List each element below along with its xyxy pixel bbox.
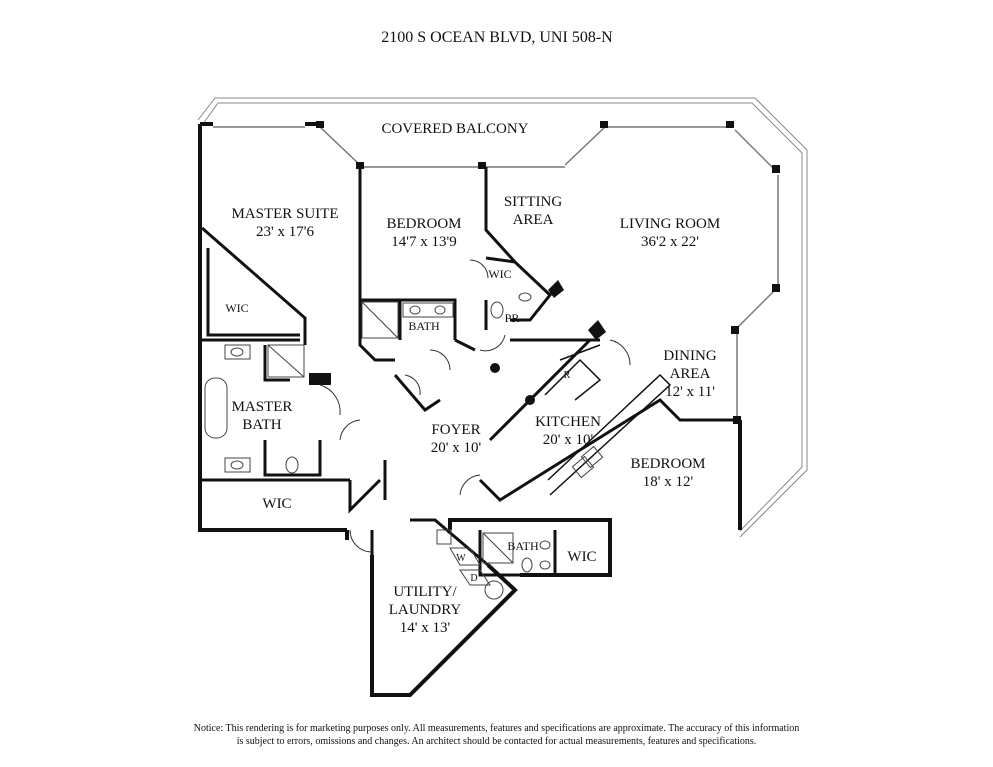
kitchen-size: 20' x 10' [543, 432, 594, 448]
bath-2-label: BATH [507, 539, 539, 553]
wic-master-label: WIC [225, 301, 248, 315]
living-room-label: LIVING ROOM [620, 216, 720, 232]
wic-sitting-label: WIC [488, 267, 511, 281]
utility-label-1: UTILITY/ [393, 584, 457, 600]
toilet-icon [521, 557, 533, 573]
shower-icon [267, 344, 305, 378]
washer-icon [449, 547, 481, 566]
notice-line-2: is subject to errors, omissions and chan… [236, 736, 757, 747]
shower-icon [482, 532, 514, 564]
foyer-size: 20' x 10' [431, 440, 482, 456]
bedroom-2-label: BEDROOM [630, 456, 705, 472]
dining-area-label-1: DINING [663, 348, 716, 364]
columns [309, 280, 606, 405]
dining-area-size: 12' x 11' [665, 384, 715, 400]
covered-balcony-label: COVERED BALCONY [381, 121, 528, 137]
bedroom-1-size: 14'7 x 13'9 [391, 234, 456, 250]
notice-line-1: Notice: This rendering is for marketing … [193, 723, 800, 734]
wic-bedroom2-label: WIC [567, 549, 596, 565]
dryer-label: D [470, 573, 477, 584]
utility-size: 14' x 13' [400, 620, 451, 636]
kitchen-label: KITCHEN [535, 414, 601, 430]
shower-icon [361, 301, 399, 339]
sink-icon [434, 305, 446, 315]
toilet-icon [285, 456, 299, 474]
sink-icon [539, 560, 551, 570]
master-bath-label-2: BATH [242, 417, 281, 433]
fixtures [204, 292, 604, 600]
balcony-outline [197, 97, 808, 538]
sink-icon [518, 292, 532, 302]
bedroom-1-label: BEDROOM [386, 216, 461, 232]
master-bath-label-1: MASTER [232, 399, 293, 415]
interior-walls [201, 167, 737, 577]
sink-icon [539, 540, 551, 550]
pr-label: PR [505, 311, 520, 325]
washer-label: W [456, 553, 466, 564]
sitting-area-label-2: AREA [513, 212, 554, 228]
bath-1-label: BATH [408, 319, 440, 333]
refrigerator-label: R [564, 370, 571, 381]
dryer-icon [459, 569, 491, 586]
sink-icon [230, 347, 244, 357]
dining-area-label-2: AREA [670, 366, 711, 382]
cooktop-icon [571, 455, 595, 479]
utility-label-2: LAUNDRY [389, 602, 462, 618]
bedroom-2-size: 18' x 12' [643, 474, 694, 490]
plan-title: 2100 S OCEAN BLVD, UNI 508-N [381, 29, 613, 46]
toilet-icon [490, 301, 504, 319]
master-suite-size: 23' x 17'6 [256, 224, 314, 240]
windows [213, 126, 779, 420]
sink-icon [230, 460, 244, 470]
master-suite-label: MASTER SUITE [231, 206, 338, 222]
foyer-label: FOYER [431, 422, 480, 438]
living-room-size: 36'2 x 22' [641, 234, 699, 250]
water-heater-icon [484, 580, 504, 600]
wic-bottom-label: WIC [262, 496, 291, 512]
sitting-area-label-1: SITTING [504, 194, 562, 210]
sink-icon [409, 305, 421, 315]
disclaimer-notice: Notice: This rendering is for marketing … [0, 722, 993, 748]
bathtub-icon [204, 377, 228, 439]
door-swings [319, 259, 631, 553]
sink-icon [580, 445, 604, 469]
